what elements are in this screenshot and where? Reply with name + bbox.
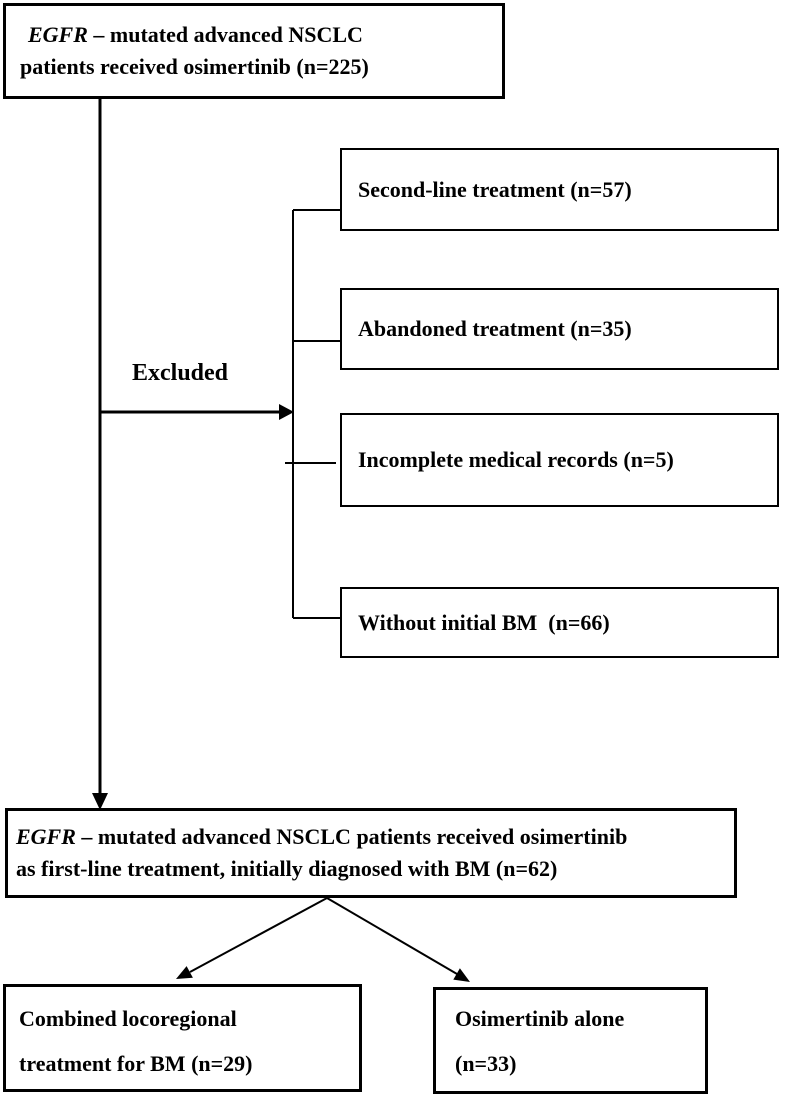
box-enrollment: EGFR – mutated advanced NSCLC patients r… — [3, 3, 505, 99]
split-arrow-right-head-icon — [453, 968, 470, 982]
main-flow-arrowhead-icon — [92, 793, 108, 810]
box-excluded-secondline: Second-line treatment (n=57) — [340, 148, 779, 231]
box-firstline-cohort: EGFR – mutated advanced NSCLC patients r… — [5, 808, 737, 898]
enrollment-line1-rest: – mutated advanced NSCLC — [87, 22, 363, 47]
box-excluded-abandoned: Abandoned treatment (n=35) — [340, 288, 779, 370]
excluded-arrowhead-icon — [279, 404, 294, 420]
box-excluded-without-bm: Without initial BM (n=66) — [340, 587, 779, 658]
firstline-line2: as first-line treatment, initially diagn… — [16, 856, 558, 881]
firstline-line1: EGFR – mutated advanced NSCLC patients r… — [16, 821, 730, 853]
excluded-secondline-label: Second-line treatment (n=57) — [358, 176, 632, 202]
box-combined-locoregional: Combined locoregional treatment for BM (… — [3, 984, 362, 1092]
excluded-without-bm-label: Without initial BM (n=66) — [358, 609, 610, 635]
split-arrow-right-line — [326, 897, 458, 975]
excluded-label: Excluded — [132, 360, 229, 386]
split-arrow-left-head-icon — [176, 966, 193, 979]
combined-line1: Combined locoregional — [19, 1006, 237, 1031]
box-excluded-incomplete: Incomplete medical records (n=5) — [340, 413, 779, 507]
enrollment-line2: patients received osimertinib (n=225) — [20, 54, 369, 79]
split-arrow-left-line — [189, 897, 328, 973]
excluded-incomplete-label: Incomplete medical records (n=5) — [358, 447, 674, 472]
alone-line1: Osimertinib alone — [455, 1005, 625, 1031]
gene-name-italic: EGFR — [28, 22, 88, 47]
box-osimertinib-alone: Osimertinib alone (n=33) — [433, 987, 708, 1094]
combined-line2: treatment for BM (n=29) — [19, 1051, 253, 1076]
firstline-line1-rest: – mutated advanced NSCLC patients receiv… — [75, 824, 628, 849]
excluded-abandoned-label: Abandoned treatment (n=35) — [358, 316, 632, 341]
gene-name-italic: EGFR — [16, 824, 76, 849]
enrollment-line1: EGFR – mutated advanced NSCLC — [20, 19, 496, 51]
alone-line2: (n=33) — [455, 1050, 517, 1076]
